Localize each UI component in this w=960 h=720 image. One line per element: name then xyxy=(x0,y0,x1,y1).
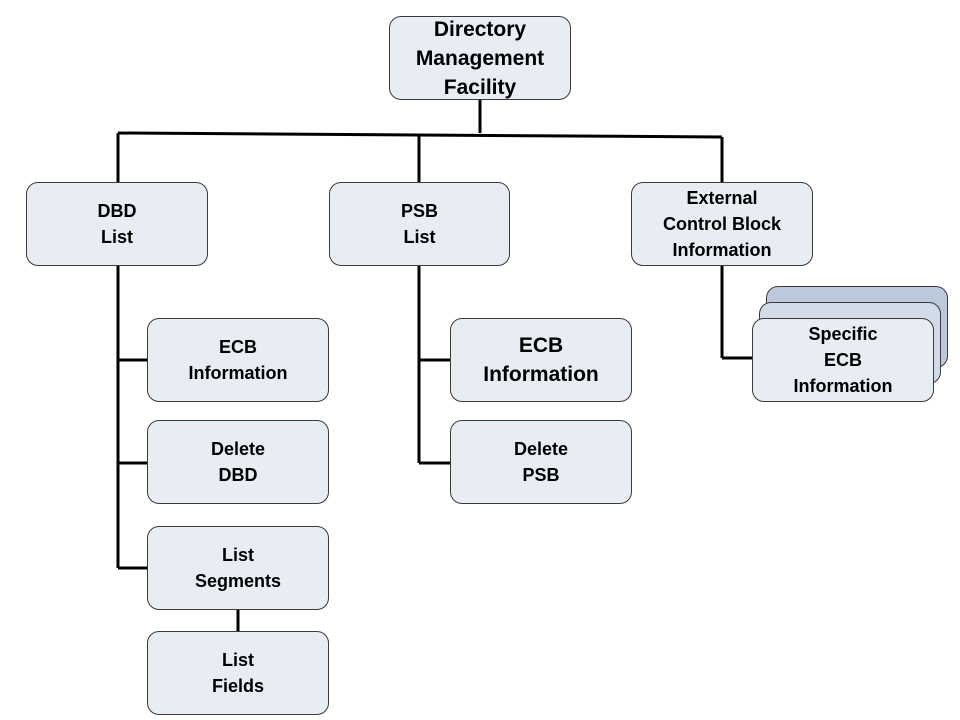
node-delete-psb: Delete PSB xyxy=(450,420,632,504)
node-external-control-block-information: External Control Block Information xyxy=(631,182,813,266)
node-label: Directory Management Facility xyxy=(415,17,545,99)
node-label: Specific ECB Information xyxy=(793,324,893,396)
node-label: List Fields xyxy=(211,650,264,696)
node-label: ECB Information xyxy=(188,337,288,383)
node-specific-ecb-information: Specific ECB Information xyxy=(752,318,934,402)
node-psb-ecb-information: ECB Information xyxy=(450,318,632,402)
node-label: ECB Information xyxy=(483,334,599,386)
node-label: PSB List xyxy=(400,201,438,247)
node-label: Delete PSB xyxy=(513,439,569,485)
node-list-segments: List Segments xyxy=(147,526,329,610)
node-directory-management-facility: Directory Management Facility xyxy=(389,16,571,100)
node-label: External Control Block Information xyxy=(662,188,781,260)
node-label: List Segments xyxy=(194,545,282,591)
node-delete-dbd: Delete DBD xyxy=(147,420,329,504)
node-label: DBD List xyxy=(97,201,137,247)
node-dbd-list: DBD List xyxy=(26,182,208,266)
node-dbd-ecb-information: ECB Information xyxy=(147,318,329,402)
node-label: Delete DBD xyxy=(210,439,266,485)
node-psb-list: PSB List xyxy=(329,182,510,266)
node-list-fields: List Fields xyxy=(147,631,329,715)
